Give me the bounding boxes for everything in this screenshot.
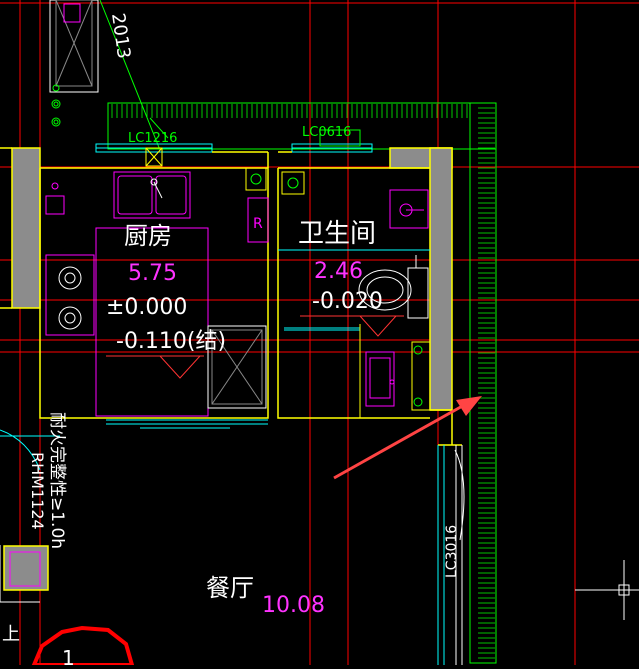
kitchen-level: ±0.000 [106, 295, 187, 320]
door-fire-note: 耐火完整性≥1.0h [47, 412, 67, 549]
top-windows [95, 129, 373, 167]
vent-circles [51, 84, 61, 127]
axis-bubble [30, 625, 135, 667]
window-tag-lc3016: LC3016 [444, 525, 460, 578]
bathroom-name: 卫生间 [298, 219, 376, 249]
kitchen-structural-level: -0.110(结) [116, 329, 226, 354]
dining-name: 餐厅 [206, 574, 254, 602]
kitchen-fixtures [45, 171, 269, 417]
bathroom-fixtures [281, 171, 431, 411]
kitchen-name: 厨房 [124, 222, 172, 250]
upper-cabinet [49, 0, 99, 93]
openings [0, 419, 465, 665]
exterior-hatch [107, 102, 497, 664]
kitchen-vent [245, 167, 267, 191]
kitchen-level-marker [106, 355, 204, 379]
bathroom-level-marker [300, 315, 404, 337]
door-tag-rhm1124: RHM1124 [28, 452, 47, 530]
bathroom-partitions [278, 249, 430, 418]
axis-bubble-number: 1 [62, 646, 75, 665]
bathroom-area: 2.46 [314, 259, 363, 284]
room-outlines [0, 147, 462, 446]
kitchen-area: 5.75 [128, 261, 177, 286]
dining-area: 10.08 [262, 593, 325, 618]
bathroom-level: -0.020 [312, 289, 383, 314]
crosshair-cursor-icon [575, 560, 639, 620]
annotation-arrow-icon [333, 396, 482, 480]
stair-lines [0, 545, 40, 603]
window-tag-lc0616: LC0616 [302, 125, 351, 140]
dimension-leader [99, 0, 169, 151]
window-tag-lc1216: LC1216 [128, 131, 177, 146]
column [9, 551, 41, 587]
top-dimension-text: 2013 [107, 12, 134, 60]
stair-up-label: 上 [2, 624, 20, 645]
fixture-tag-r: R [253, 216, 263, 232]
walls [3, 147, 453, 591]
